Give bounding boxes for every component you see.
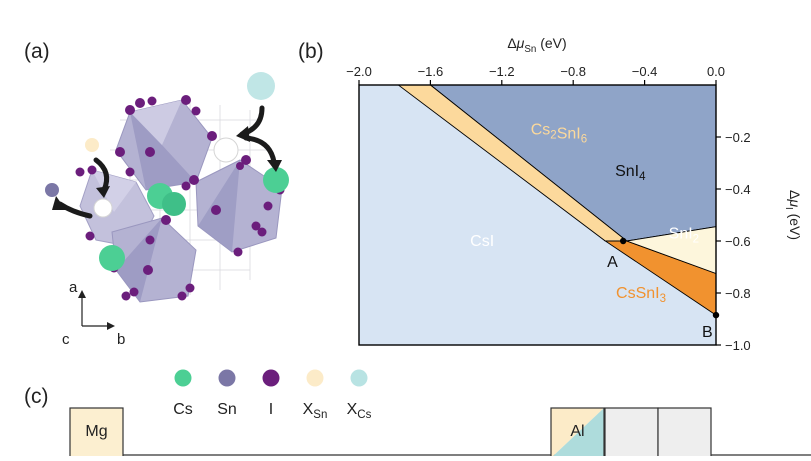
legend-swatch bbox=[306, 369, 324, 387]
element-cell bbox=[657, 407, 712, 459]
species-legend: Cs Sn I XSn XCs bbox=[173, 369, 372, 421]
region-label-sni2: SnI2 bbox=[669, 225, 699, 245]
y-tick-label: −0.8 bbox=[725, 286, 751, 301]
region-label-csi: CsI bbox=[470, 233, 494, 250]
legend-label: Cs bbox=[173, 401, 193, 418]
iodine-atoms bbox=[75, 95, 285, 301]
panel-label-a: (a) bbox=[24, 40, 50, 63]
x-tick-label: −2.0 bbox=[346, 64, 372, 79]
legend-swatch bbox=[350, 369, 368, 387]
legend-label: I bbox=[269, 401, 273, 418]
legend-swatch bbox=[218, 369, 236, 387]
region-label-sni4: SnI4 bbox=[615, 163, 646, 183]
panel-label-c: (c) bbox=[24, 385, 49, 408]
element-cell bbox=[604, 407, 659, 459]
phase-diagram-chart: −2.0 −1.6 −1.2 −0.8 −0.4 0.0 −0.2 −0.4 −0.6 −0.8… bbox=[346, 35, 803, 353]
axis-label-b: b bbox=[117, 331, 125, 348]
crystal-structure-illustration: a b c bbox=[45, 72, 289, 348]
arrow-heads bbox=[52, 126, 282, 210]
cesium-atoms bbox=[99, 167, 289, 271]
x-sn-atom bbox=[85, 138, 99, 152]
point-label-b: B bbox=[702, 324, 713, 341]
y-tick-label: −1.0 bbox=[725, 338, 751, 353]
special-points: AB bbox=[607, 237, 720, 341]
legend-swatch bbox=[174, 369, 192, 387]
x-tick-label: −1.2 bbox=[489, 64, 515, 79]
axis-label-c: c bbox=[62, 331, 70, 348]
y-axis-title: ΔμI (eV) bbox=[783, 190, 803, 240]
octahedron bbox=[115, 99, 213, 191]
sn-vacancy bbox=[93, 198, 113, 218]
sn-atom bbox=[45, 183, 59, 197]
crystal-axes-indicator: a b c bbox=[62, 279, 125, 348]
legend-label: XCs bbox=[347, 401, 372, 421]
region-label-cssni3: CsSnI3 bbox=[616, 285, 666, 305]
y-tick-label: −0.2 bbox=[725, 130, 751, 145]
x-axis-title: ΔμSn (eV) bbox=[507, 35, 566, 55]
legend-label: Sn bbox=[217, 401, 237, 418]
stability-regions bbox=[359, 84, 717, 345]
legend-swatch bbox=[262, 369, 280, 387]
legend-label: XSn bbox=[303, 401, 328, 421]
plot-frame bbox=[358, 84, 717, 346]
point-b bbox=[712, 311, 720, 319]
axis-label-a: a bbox=[69, 279, 78, 296]
x-tick-label: −1.6 bbox=[418, 64, 444, 79]
x-cs-atom bbox=[247, 72, 275, 100]
element-cell bbox=[69, 407, 124, 459]
point-a bbox=[619, 237, 627, 245]
point-label-a: A bbox=[607, 254, 618, 271]
x-tick-label: −0.8 bbox=[560, 64, 586, 79]
y-tick-label: −0.6 bbox=[725, 234, 751, 249]
periodic-table-row: Mg Al bbox=[69, 407, 811, 459]
x-axis-ticks: −2.0 −1.6 −1.2 −0.8 −0.4 0.0 bbox=[346, 64, 725, 85]
panel-label-b: (b) bbox=[298, 40, 324, 63]
region-label-cs2sni6: Cs2SnI6 bbox=[531, 121, 587, 145]
region-csi bbox=[359, 85, 716, 345]
x-tick-label: −0.4 bbox=[632, 64, 658, 79]
y-axis-ticks: −0.2 −0.4 −0.6 −0.8 −1.0 bbox=[716, 130, 751, 353]
x-tick-label: 0.0 bbox=[707, 64, 725, 79]
element-symbol: Al bbox=[570, 423, 584, 440]
element-symbol: Mg bbox=[85, 423, 107, 440]
y-tick-label: −0.4 bbox=[725, 182, 751, 197]
cs-vacancy bbox=[213, 137, 239, 163]
